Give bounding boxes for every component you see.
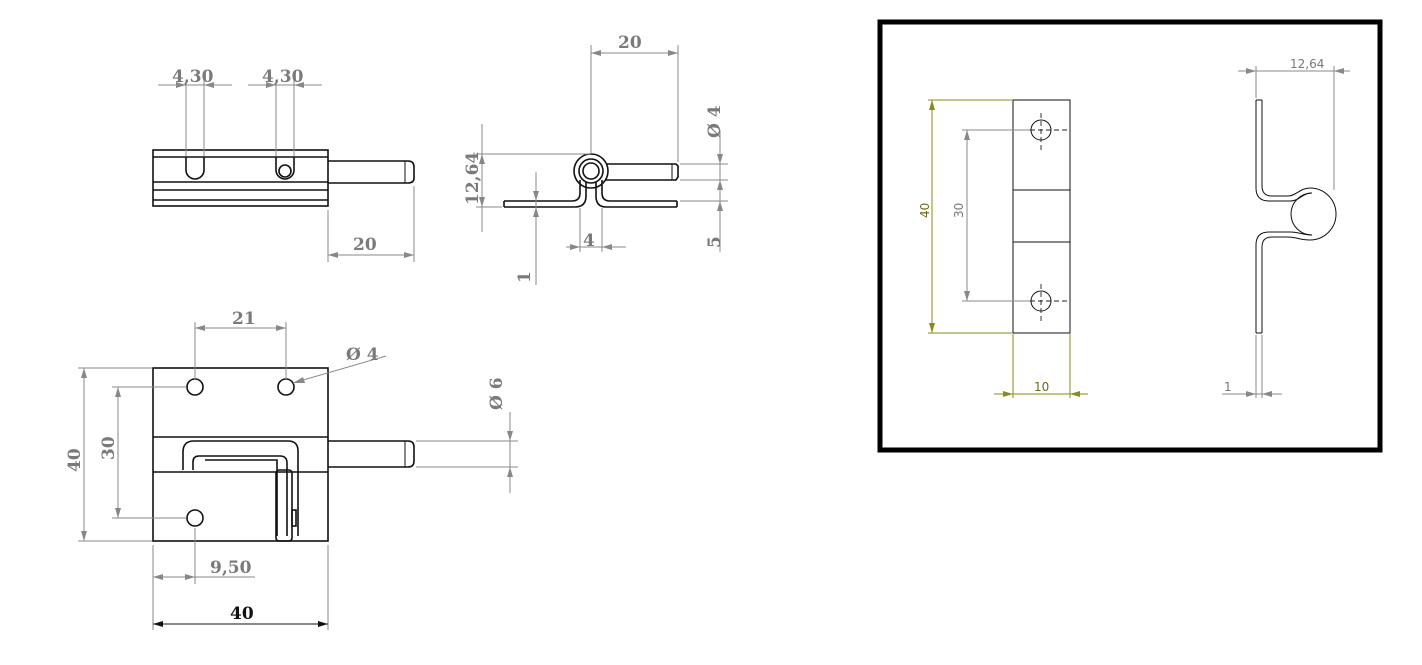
slot-2 (275, 157, 295, 180)
bolt (328, 160, 415, 184)
plan-hole-vertical-label: 30 (99, 436, 119, 460)
plan-hole-spacing-label: 21 (232, 309, 256, 329)
front-slot1-label: 4,30 (172, 67, 214, 87)
slot-1 (185, 157, 205, 180)
front-slot2-label: 4,30 (262, 67, 304, 87)
side-view: 20 Ø 4 5 12,64 1 4 (463, 33, 728, 285)
side-diameter-label: Ø 4 (705, 105, 725, 138)
plan-hole-diameter-label: Ø 4 (346, 345, 379, 365)
side-slot-label: 4 (583, 231, 595, 251)
right-flange (601, 180, 677, 202)
plan-bolt (328, 440, 415, 468)
plan-width-label: 40 (230, 604, 254, 624)
plate-outline (152, 367, 329, 542)
detail-border (877, 19, 1383, 453)
left-flange (504, 180, 581, 202)
plan-hole-offset-label: 9,50 (210, 558, 252, 578)
plan-pin-diameter-label: Ø 6 (487, 377, 507, 410)
detail-thickness-label: 1 (1224, 380, 1232, 394)
detail-plate (1012, 99, 1071, 334)
plan-view: 21 Ø 4 40 30 Ø 6 9,50 (65, 309, 518, 630)
hole-bottom (186, 509, 204, 527)
plan-height-label: 40 (65, 448, 85, 472)
detail-width-label: 10 (1034, 380, 1049, 394)
knuckle-pin (582, 162, 600, 180)
front-pin-length-label: 20 (353, 235, 377, 255)
detail-depth-label: 12,64 (1290, 57, 1324, 71)
side-thickness-label: 1 (515, 271, 535, 283)
front-view: 4,30 4,30 20 (152, 67, 415, 262)
handle (275, 469, 293, 542)
detail-hole-spacing-label: 30 (952, 203, 966, 218)
slot-pin (278, 164, 292, 178)
hole-top-right (277, 378, 295, 396)
hole-top-left (186, 378, 204, 396)
latch-body (152, 149, 329, 207)
side-offset-label: 5 (705, 236, 725, 248)
detail-strap (1255, 100, 1313, 202)
detail-frame: 40 30 10 12,64 (877, 19, 1383, 453)
side-height-label: 12,64 (463, 152, 483, 205)
detail-height-label: 40 (918, 203, 932, 218)
side-width-label: 20 (618, 33, 642, 53)
